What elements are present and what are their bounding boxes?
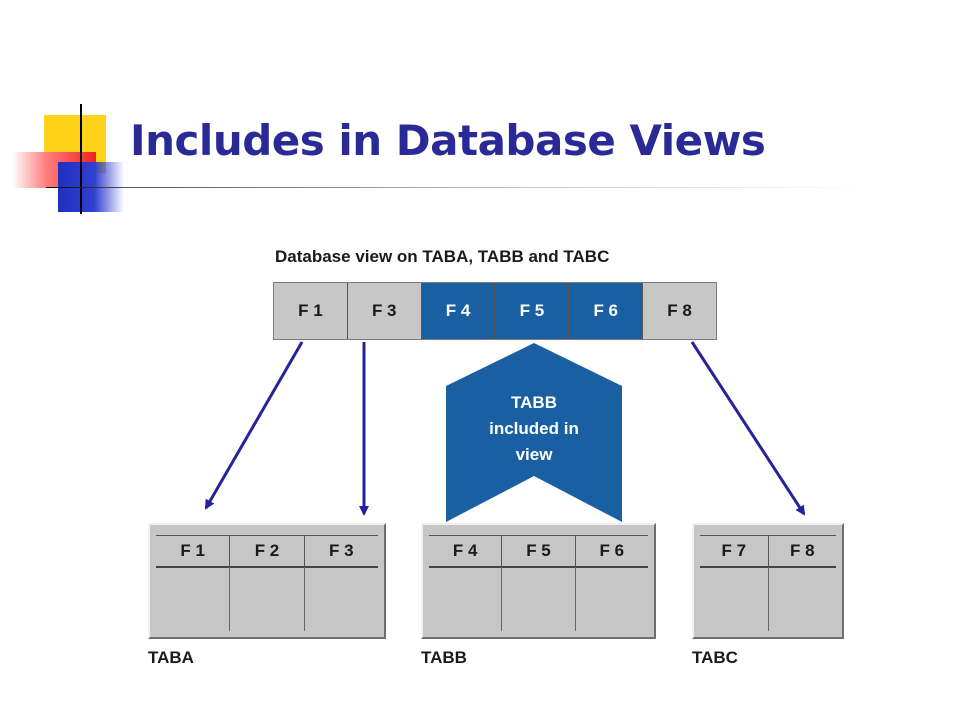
view-field-f3: F 3 <box>347 283 422 339</box>
table-tabb-field-f6: F 6 <box>599 541 625 560</box>
table-taba-label: TABA <box>148 648 194 667</box>
slide-title: Includes in Database Views <box>130 116 766 165</box>
decoration-vertical-line <box>80 104 82 214</box>
arrow-f1-to-taba <box>204 341 304 510</box>
view-field-f5: F 5 <box>495 283 570 339</box>
view-field-f8: F 8 <box>643 283 716 339</box>
table-taba-field-f1: F 1 <box>156 536 231 566</box>
table-tabb-label: TABB <box>421 648 467 667</box>
callout-line-2: included in <box>489 419 579 438</box>
table-tabc-body <box>700 567 836 631</box>
arrow-f8-to-tabc <box>690 341 806 516</box>
table-taba: F 1 F 2 F 3 <box>148 523 386 639</box>
table-tabb-body <box>429 567 648 631</box>
view-field-f4: F 4 <box>421 283 496 339</box>
table-taba-body <box>156 567 378 631</box>
table-taba-field-f2: F 2 <box>230 536 305 566</box>
table-taba-header: F 1 F 2 F 3 <box>156 535 378 568</box>
table-taba-field-f3: F 3 <box>329 541 354 560</box>
table-tabc-field-f7: F 7 <box>700 536 769 566</box>
callout-line-3: view <box>515 445 553 464</box>
table-tabb: F 4 F 5 F 6 <box>421 523 656 639</box>
table-tabc: F 7 F 8 <box>692 523 844 639</box>
table-tabb-field-f5: F 5 <box>502 536 576 566</box>
database-view-bar: F 1 F 3 F 4 F 5 F 6 F 8 <box>273 282 717 340</box>
view-field-f6: F 6 <box>569 283 644 339</box>
table-tabc-label: TABC <box>692 648 738 667</box>
view-caption: Database view on TABA, TABB and TABC <box>275 247 610 266</box>
table-tabb-header: F 4 F 5 F 6 <box>429 535 648 568</box>
view-field-f1: F 1 <box>274 283 348 339</box>
callout-line-1: TABB <box>511 393 557 412</box>
table-tabc-header: F 7 F 8 <box>700 535 836 568</box>
table-tabb-field-f4: F 4 <box>429 536 503 566</box>
callout-shape <box>446 343 622 522</box>
title-underline <box>46 187 862 188</box>
include-callout: TABB included in view <box>446 390 622 468</box>
table-tabc-field-f8: F 8 <box>789 541 815 560</box>
